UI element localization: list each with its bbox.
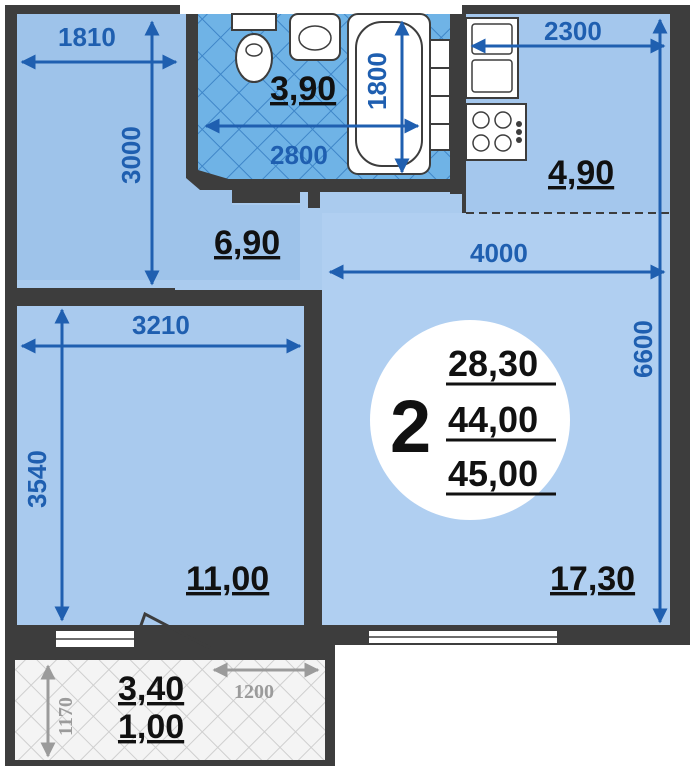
dim-bedroom-height: 3540	[22, 450, 52, 508]
area-living-room: 17,30	[550, 560, 635, 598]
area-hallway: 6,90	[214, 224, 280, 262]
area-bathroom: 3,90	[270, 70, 336, 108]
dimension-lines	[20, 18, 668, 624]
balcony-dimension-lines	[40, 662, 320, 758]
dim-hall-height: 3000	[116, 126, 146, 184]
dim-living-width: 4000	[470, 238, 528, 268]
dim-kitchen-width: 2300	[544, 16, 602, 46]
dim-bathroom-width: 2800	[270, 140, 328, 170]
sink	[289, 13, 341, 61]
area-kitchen: 4,90	[548, 154, 614, 192]
area-bedroom: 11,00	[186, 560, 269, 598]
balcony-door	[138, 611, 211, 650]
rooms-count: 2	[390, 385, 431, 468]
dim-balcony-height: 1170	[55, 697, 77, 736]
dim-balcony-width: 1200	[234, 681, 274, 703]
area-balcony-total: 3,40	[118, 670, 184, 708]
total-living-area: 28,30	[448, 343, 538, 384]
dim-bathroom-height: 1800	[362, 52, 392, 110]
dim-bedroom-width: 3210	[132, 310, 190, 340]
kitchen-sink	[465, 17, 519, 99]
area-balcony-reduced: 1,00	[118, 708, 184, 746]
floor-bedroom	[17, 306, 304, 625]
dim-right-height: 6600	[628, 320, 658, 378]
total-area: 44,00	[448, 399, 538, 440]
summary-circle	[370, 320, 570, 520]
total-area-with-balcony: 45,00	[448, 453, 538, 494]
toilet	[231, 13, 277, 31]
dim-top-left-width: 1810	[58, 22, 116, 52]
